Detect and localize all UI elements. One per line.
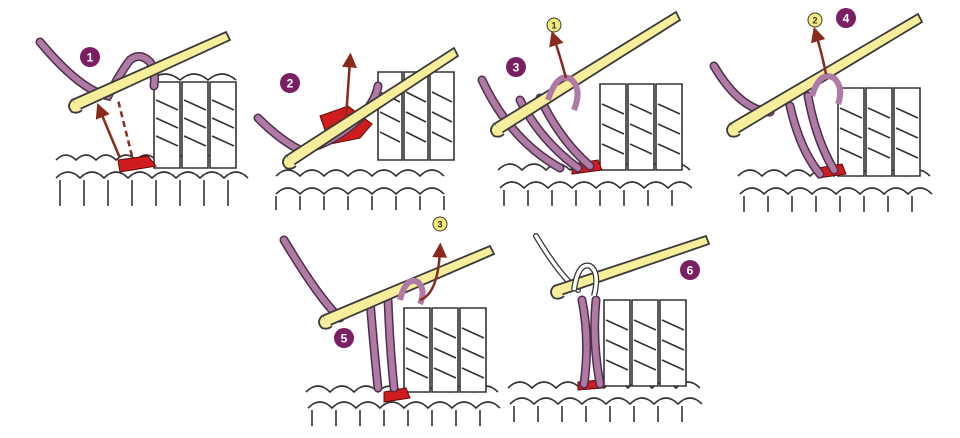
step-badge: 6 xyxy=(680,260,700,280)
pull-through-number: 1 xyxy=(551,21,556,31)
step-4-panel: 2 4 xyxy=(709,8,933,212)
direction-arrow-icon xyxy=(116,99,134,157)
step-number: 4 xyxy=(843,12,850,26)
base-fabric xyxy=(275,169,445,210)
yarn-loop xyxy=(545,74,581,112)
step-badge: 5 xyxy=(334,328,354,348)
step-5-panel: 3 5 xyxy=(279,216,501,426)
insertion-point xyxy=(117,155,157,173)
direction-arrow-icon xyxy=(810,26,828,75)
direction-arrow-icon xyxy=(549,30,568,79)
pull-through-number: 2 xyxy=(812,16,817,26)
step-6-panel: 6 xyxy=(507,233,711,422)
step-badge: 1 xyxy=(80,47,100,67)
crochet-hook-icon xyxy=(68,30,232,114)
step-badge: 4 xyxy=(836,8,856,28)
treble-stitch-columns xyxy=(403,307,487,393)
step-number: 3 xyxy=(513,61,520,75)
yarn-loop xyxy=(397,277,426,306)
pull-through-badge: 1 xyxy=(546,17,562,33)
step-3-panel: 1 3 xyxy=(477,10,693,206)
crochet-hook-icon xyxy=(490,10,682,138)
base-fabric xyxy=(507,381,703,422)
treble-stitch-columns xyxy=(377,71,455,161)
step-number: 5 xyxy=(341,332,348,346)
treble-stitch-columns xyxy=(149,73,237,169)
yarn-loop xyxy=(809,73,844,106)
direction-arrow-icon xyxy=(419,242,448,302)
step-1-panel: 1 xyxy=(35,30,249,208)
step-badge: 2 xyxy=(280,73,300,93)
pull-through-badge: 2 xyxy=(807,12,823,28)
treble-stitch-columns xyxy=(837,87,921,177)
step-2-panel: 2 xyxy=(253,46,460,210)
step-number: 6 xyxy=(687,264,694,278)
step-badge: 3 xyxy=(506,57,526,77)
treble-stitch-columns xyxy=(599,83,683,171)
treble-stitch-columns xyxy=(603,299,687,387)
crochet-hook-icon xyxy=(550,234,711,300)
insertion-point xyxy=(383,387,411,403)
crochet-hook-icon xyxy=(282,46,460,170)
step-number: 1 xyxy=(87,51,94,65)
step-number: 2 xyxy=(287,77,294,91)
pull-through-badge: 3 xyxy=(432,216,448,232)
direction-arrow-icon xyxy=(342,52,357,119)
direction-arrow-icon xyxy=(95,103,122,159)
pull-through-number: 3 xyxy=(437,220,442,230)
